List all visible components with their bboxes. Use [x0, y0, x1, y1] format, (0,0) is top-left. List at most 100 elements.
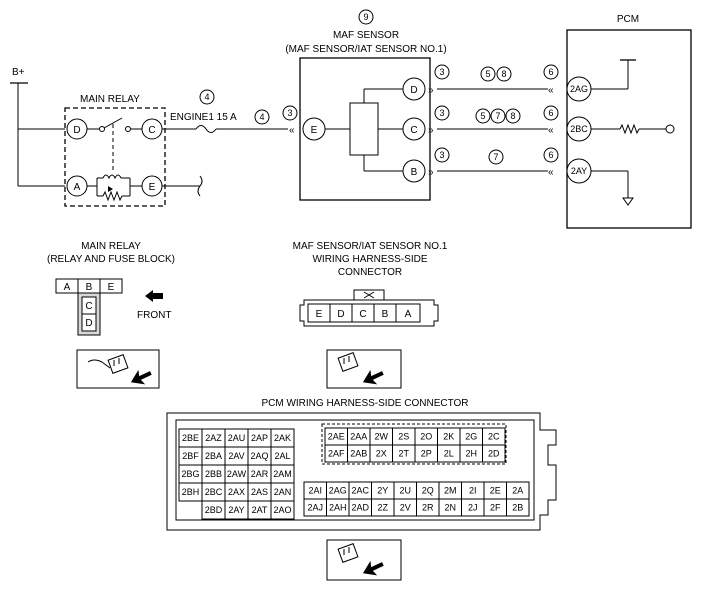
- pcm-pin-label: 2O: [420, 432, 432, 442]
- pcm-pin-label: 2X: [376, 449, 387, 459]
- pcm-internal-ag: [591, 59, 636, 90]
- circle-number-pcm-ag: 6: [543, 64, 559, 80]
- svg-text:6: 6: [548, 67, 553, 77]
- relay-terminal-c: C: [141, 118, 163, 140]
- relay-block-subtitle: (RELAY AND FUSE BLOCK): [47, 254, 175, 265]
- relay-terminal-e: E: [141, 175, 163, 197]
- front-arrow-icon: [145, 290, 163, 302]
- pcm-pin-label: 2AT: [252, 505, 268, 515]
- svg-text:E: E: [311, 125, 318, 136]
- maf-connector-title1: MAF SENSOR/IAT SENSOR NO.1: [293, 241, 448, 252]
- pcm-pin-label: 2AE: [328, 432, 345, 442]
- circle-number-maf-b: 3: [434, 147, 450, 163]
- pcm-pin-label: 2L: [444, 449, 454, 459]
- chevron-icon: «: [548, 85, 554, 96]
- pcm-pin-label: 2V: [400, 503, 411, 513]
- circle-number-pcm-bc: 6: [543, 105, 559, 121]
- pcm-pin-cell: [270, 500, 295, 520]
- maf-connector-title2: WIRING HARNESS-SIDE: [312, 254, 427, 265]
- svg-text:5: 5: [480, 111, 485, 121]
- maf-connector-diagram: E D C B A: [299, 289, 439, 327]
- relay-terminal-d: D: [66, 118, 88, 140]
- wire-c-numbers: 5 7 8: [475, 108, 521, 124]
- svg-text:2BC: 2BC: [570, 124, 588, 134]
- main-relay-title: MAIN RELAY: [80, 94, 140, 105]
- pcm-pin-label: 2AA: [350, 432, 367, 442]
- fuse-symbol: [195, 125, 217, 133]
- svg-text:E: E: [149, 182, 156, 193]
- pcm-terminal-2bc: 2BC: [566, 116, 592, 142]
- wire-break: [197, 175, 203, 197]
- relay-block-title: MAIN RELAY: [81, 241, 141, 252]
- pcm-pin-label: 2AY: [228, 505, 244, 515]
- relay-terminal-a: A: [66, 175, 88, 197]
- hand-connector-icon: [76, 349, 160, 389]
- svg-text:2AG: 2AG: [570, 84, 588, 94]
- pcm-terminal-2ay: 2AY: [566, 158, 592, 184]
- pcm-pin-label: 2AU: [228, 433, 246, 443]
- svg-text:4: 4: [204, 92, 209, 102]
- svg-text:D: D: [337, 309, 344, 320]
- circle-number-fuse: 4: [199, 89, 215, 105]
- pcm-pin-label: 2Q: [422, 486, 434, 496]
- circle-number-pcm-ay: 6: [543, 147, 559, 163]
- svg-text:4: 4: [259, 112, 264, 122]
- svg-text:9: 9: [363, 12, 368, 22]
- svg-text:5: 5: [485, 69, 490, 79]
- svg-text:D: D: [73, 125, 80, 136]
- pcm-pin-label: 2BE: [182, 433, 199, 443]
- svg-text:3: 3: [287, 108, 292, 118]
- pcm-pin-label: 2AD: [351, 503, 369, 513]
- maf-terminal-d: D: [402, 77, 426, 101]
- pcm-pin-label: 2M: [444, 486, 457, 496]
- svg-text:6: 6: [548, 150, 553, 160]
- pcm-pin-label: 2W: [375, 432, 389, 442]
- pcm-connector-title: PCM WIRING HARNESS-SIDE CONNECTOR: [261, 398, 468, 409]
- pcm-pin-label: 2D: [488, 449, 500, 459]
- pcm-pin-label: 2G: [465, 432, 477, 442]
- pcm-pin-label: 2AG: [329, 486, 347, 496]
- ground-icon: [622, 197, 634, 206]
- pcm-pin-label: 2AQ: [250, 451, 268, 461]
- svg-text:B: B: [382, 309, 389, 320]
- pcm-pin-label: 2AM: [273, 469, 292, 479]
- relay-switch: [87, 117, 142, 172]
- pcm-pin-label: 2AW: [227, 469, 247, 479]
- chevron-icon: «: [548, 167, 554, 178]
- pcm-pin-label: 2Y: [377, 486, 388, 496]
- svg-text:D: D: [410, 85, 417, 96]
- maf-element: [349, 102, 379, 156]
- pcm-pin-label: 2B: [512, 503, 523, 513]
- pcm-pin-label: 2AL: [274, 451, 290, 461]
- maf-title-number: 9: [358, 9, 374, 25]
- pcm-title: PCM: [617, 14, 639, 25]
- svg-text:3: 3: [439, 67, 444, 77]
- pcm-pin-label: 2AN: [274, 487, 292, 497]
- pcm-pin-label: 2F: [490, 503, 501, 513]
- pcm-pin-label: 2AJ: [307, 503, 323, 513]
- svg-text:C: C: [410, 125, 417, 136]
- main-relay-box: [64, 107, 166, 207]
- chevron-icon: «: [289, 125, 295, 136]
- pcm-pin-label: 2BA: [205, 451, 222, 461]
- pcm-pin-label: 2S: [398, 432, 409, 442]
- circle-number-maf-d: 3: [434, 64, 450, 80]
- maf-terminal-e: E: [302, 117, 326, 141]
- pcm-pin-cell: [506, 498, 530, 517]
- svg-text:2AY: 2AY: [571, 166, 587, 176]
- pcm-pin-label: 2AF: [328, 449, 345, 459]
- pcm-pin-label: 2E: [490, 486, 501, 496]
- pcm-terminal-2ag: 2AG: [566, 76, 592, 102]
- pcm-pin-label: 2AI: [308, 486, 322, 496]
- svg-text:8: 8: [510, 111, 515, 121]
- svg-text:7: 7: [495, 111, 500, 121]
- svg-text:A: A: [64, 282, 71, 293]
- pcm-right-top-outline: [321, 423, 507, 465]
- circle-number-maf-c: 3: [434, 105, 450, 121]
- pcm-internal-bc: [591, 123, 675, 135]
- pcm-pin-label: 2AR: [251, 469, 269, 479]
- pcm-pin-label: 2AX: [228, 487, 245, 497]
- pcm-pin-label: 2AB: [350, 449, 367, 459]
